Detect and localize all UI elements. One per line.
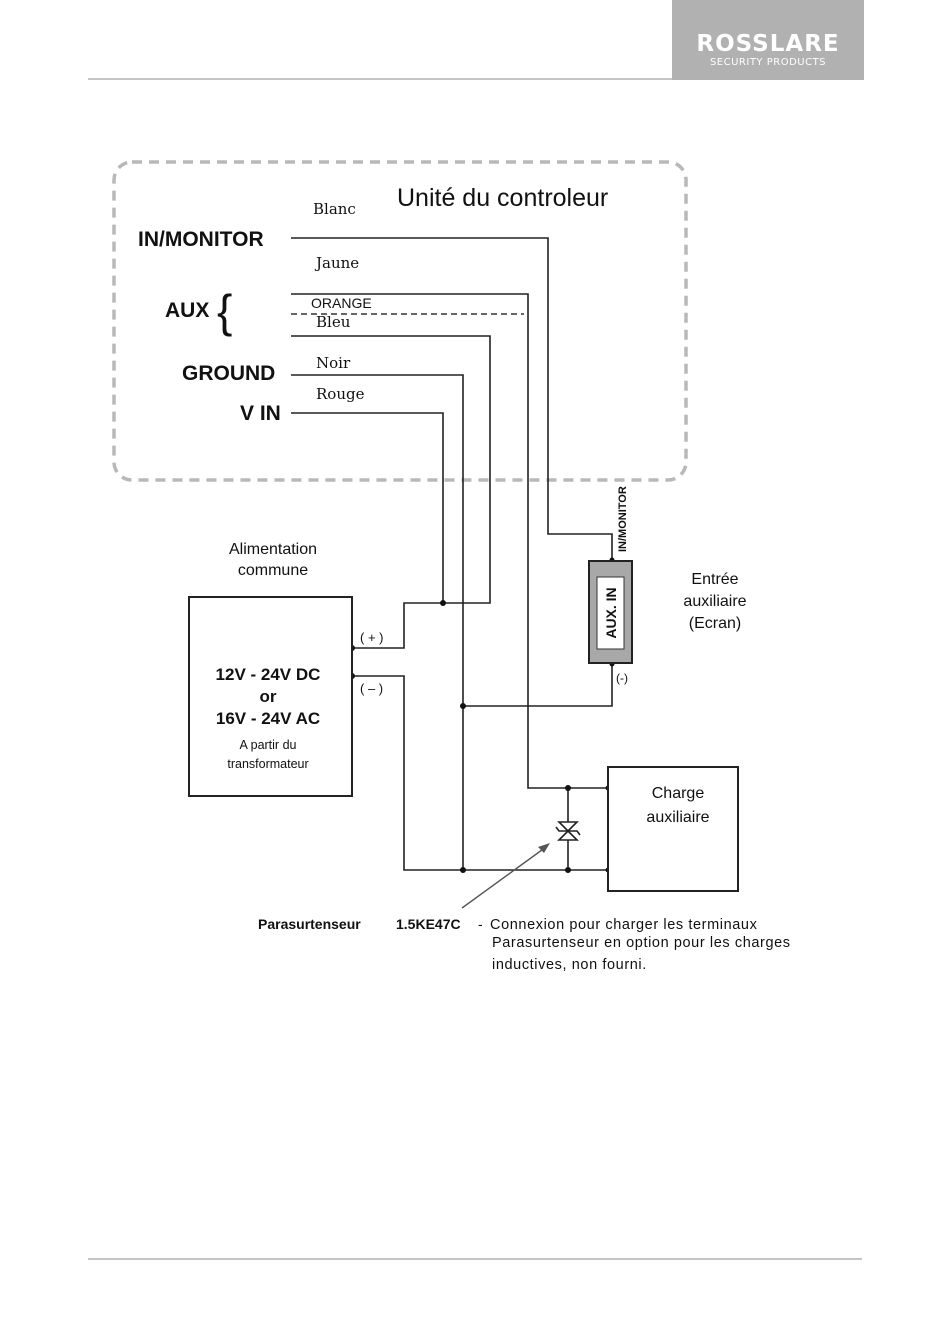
terminal-ground: GROUND	[182, 362, 275, 385]
aux-in-bottom-label: (-)	[616, 671, 628, 685]
note-line-2: Parasurtenseur en option pour les charge…	[492, 935, 791, 951]
controller-enclosure	[112, 160, 688, 482]
power-supply-title-1: Alimentation	[229, 541, 317, 558]
junction-dot	[460, 867, 466, 873]
aux-load-line-1: Charge	[652, 785, 705, 802]
note-line-3: inductives, non fourni.	[492, 957, 647, 973]
terminal-in-monitor: IN/MONITOR	[138, 228, 264, 251]
aux-in-window	[596, 576, 625, 650]
controller-title: Unité du controleur	[397, 184, 608, 212]
power-supply-spec-or: or	[260, 687, 277, 706]
logo-subtitle: SECURITY PRODUCTS	[709, 57, 827, 68]
wire-vin	[291, 412, 444, 649]
wire-label-orange: ORANGE	[311, 295, 372, 311]
aux-input-desc-1: Entrée	[691, 571, 738, 588]
power-supply-source-1: A partir du	[240, 738, 297, 752]
note-line-1: Connexion pour charger les terminaux	[490, 917, 758, 933]
power-minus-label: ( – )	[360, 681, 383, 696]
power-supply-title-2: commune	[238, 562, 308, 579]
power-supply-source-2: transformateur	[227, 757, 308, 771]
wire-in-monitor	[291, 237, 613, 560]
surge-suppressor-icon	[555, 821, 581, 841]
aux-brace: {	[217, 285, 232, 337]
power-plus-label: ( + )	[360, 630, 383, 645]
wire-blue	[291, 335, 491, 604]
rosslare-logo: ROSSLARE SECURITY PRODUCTS	[672, 0, 864, 80]
terminal-vin: V IN	[240, 402, 281, 425]
junction-dot	[565, 867, 571, 873]
wire-label-white: Blanc	[313, 200, 356, 218]
wire-label-red: Rouge	[316, 385, 365, 403]
power-supply-spec-ac: 16V - 24V AC	[216, 709, 320, 728]
arrow-head-icon	[538, 843, 550, 853]
note-suppressor: Parasurtenseur	[258, 916, 361, 932]
aux-load-box	[607, 766, 739, 892]
junction-dot	[460, 703, 466, 709]
wire-aux-in-ground	[463, 664, 613, 707]
logo-brand: ROSSLARE	[696, 31, 840, 57]
power-supply-box	[188, 596, 353, 797]
footer-rule	[88, 1258, 862, 1260]
aux-load-line-2: auxiliaire	[646, 809, 709, 826]
wire-minus	[352, 675, 608, 871]
aux-in-label: AUX. IN	[603, 587, 619, 638]
note-part-number: 1.5KE47C	[396, 916, 461, 932]
aux-in-top-label: IN/MONITOR	[617, 486, 629, 552]
junction-dot	[565, 785, 571, 791]
power-supply-spec-dc: 12V - 24V DC	[216, 665, 321, 684]
wire-label-yellow: Jaune	[314, 254, 359, 272]
header-rule	[88, 78, 672, 80]
suppressor-pointer-arrow	[461, 846, 547, 909]
aux-input-desc-3: (Ecran)	[689, 615, 741, 632]
wire-label-blue: Bleu	[316, 313, 351, 331]
aux-input-desc-2: auxiliaire	[683, 593, 746, 610]
note-dash: -	[478, 916, 483, 932]
junction-dot	[440, 600, 446, 606]
wire-label-black: Noir	[316, 354, 351, 372]
terminal-aux: AUX	[165, 299, 209, 322]
